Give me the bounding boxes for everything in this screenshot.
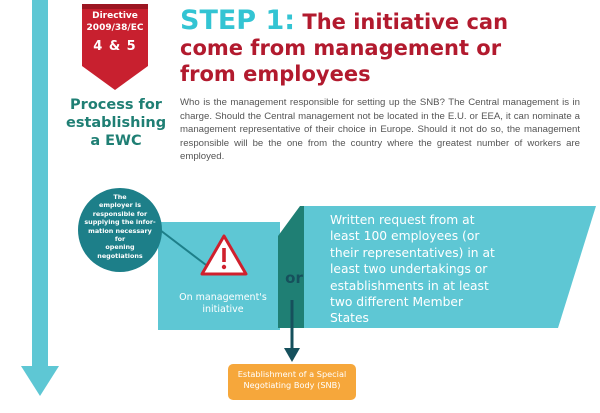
step-title-line2: come from management or [180, 36, 502, 60]
directive-badge [82, 4, 148, 90]
directive-number: 2009/38/EC [86, 23, 144, 33]
employee-request-text: Written request from at least 100 employ… [330, 213, 495, 326]
management-initiative-label: On management's initiative [179, 292, 267, 315]
timeline-arrow [21, 0, 59, 396]
step-heading: STEP 1: The initiative can come from man… [180, 5, 595, 87]
step-title-line3: from employees [180, 62, 371, 86]
employer-note: The employer is responsible for supplyin… [84, 193, 156, 260]
connector-block [278, 206, 304, 328]
step-label: STEP 1: [180, 5, 296, 36]
employee-request-panel [302, 206, 596, 328]
step-title-line1: The initiative can [295, 10, 509, 34]
snb-box [228, 364, 356, 400]
process-title: Process for establishing a EWC [66, 97, 167, 149]
directive-label: Directive [92, 11, 138, 21]
snb-label: Establishment of a Special Negotiating B… [237, 369, 347, 390]
or-label: or [285, 269, 303, 287]
intro-paragraph: Who is the management responsible for se… [180, 97, 580, 162]
employer-note-circle [78, 188, 162, 272]
directive-articles: 4 & 5 [93, 39, 137, 54]
management-panel [158, 222, 280, 330]
pointer-line [159, 229, 211, 269]
